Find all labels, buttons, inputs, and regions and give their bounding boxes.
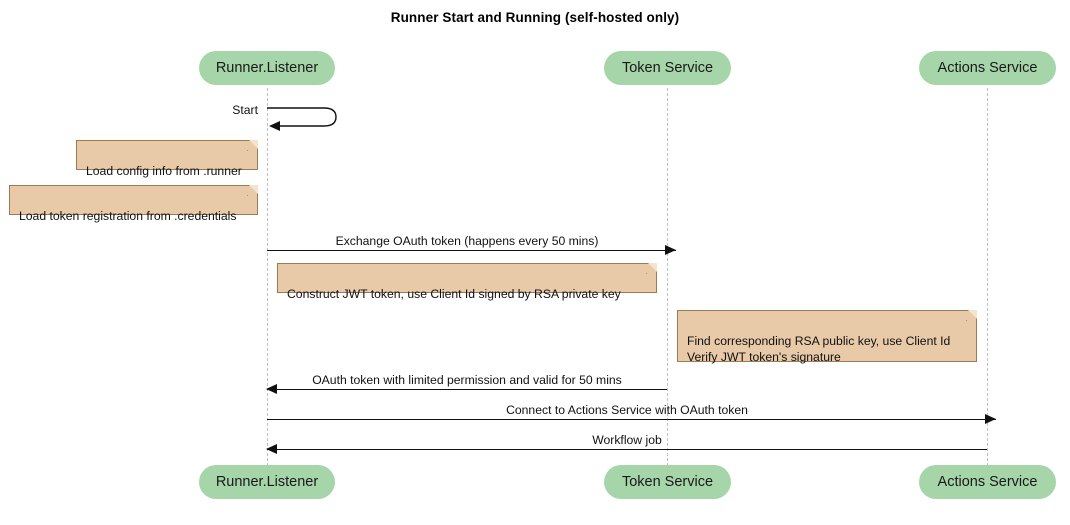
arrowhead-left-icon: [266, 384, 277, 394]
message-line-connect-actions-service[interactable]: [267, 419, 996, 420]
note-load-config: Load config info from .runner: [76, 140, 258, 178]
lifeline-token: [667, 88, 668, 466]
participant-runner-listener-top[interactable]: Runner.Listener: [199, 51, 335, 85]
message-label-start: Start: [232, 103, 258, 117]
participant-label: Token Service: [621, 60, 714, 76]
participant-token-service-top[interactable]: Token Service: [604, 51, 731, 85]
message-label-oauth-token-reply: OAuth token with limited permission and …: [312, 373, 622, 387]
participant-token-service-bottom[interactable]: Token Service: [604, 465, 731, 499]
participant-label: Runner.Listener: [215, 474, 319, 490]
message-label-connect-actions-service: Connect to Actions Service with OAuth to…: [506, 403, 748, 417]
message-line-exchange-oauth-token[interactable]: [267, 250, 676, 251]
lifeline-actions: [987, 88, 988, 466]
participant-actions-service-top[interactable]: Actions Service: [919, 51, 1056, 85]
note-verify-jwt: Find corresponding RSA public key, use C…: [677, 310, 977, 364]
participant-runner-listener-bottom[interactable]: Runner.Listener: [199, 465, 335, 499]
note-load-token-registration: Load token registration from .credential…: [9, 185, 258, 223]
arrowhead-left-icon: [266, 444, 277, 454]
note-text: Find corresponding RSA public key, use C…: [687, 334, 951, 364]
participant-label: Actions Service: [937, 60, 1038, 76]
participant-label: Actions Service: [937, 474, 1038, 490]
note-text: Load config info from .runner: [86, 164, 242, 178]
diagram-title: Runner Start and Running (self-hosted on…: [390, 10, 680, 25]
participant-label: Token Service: [621, 474, 714, 490]
arrowhead-right-icon: [985, 414, 996, 424]
message-label-exchange-oauth-token: Exchange OAuth token (happens every 50 m…: [335, 234, 599, 248]
note-fold-line-icon: [646, 263, 657, 274]
note-text: Construct JWT token, use Client Id signe…: [287, 287, 621, 301]
arrowhead-right-icon: [665, 245, 676, 255]
note-text: Load token registration from .credential…: [19, 209, 237, 223]
lifeline-runner: [267, 88, 268, 466]
participant-label: Runner.Listener: [215, 60, 319, 76]
note-fold-line-icon: [966, 310, 977, 321]
message-line-workflow-job[interactable]: [267, 449, 987, 450]
note-construct-jwt: Construct JWT token, use Client Id signe…: [277, 263, 657, 301]
participant-actions-service-bottom[interactable]: Actions Service: [919, 465, 1056, 499]
note-fold-line-icon: [247, 140, 258, 151]
message-line-oauth-token-reply[interactable]: [267, 389, 667, 390]
message-label-workflow-job: Workflow job: [592, 433, 662, 447]
self-message-start[interactable]: [266, 102, 346, 134]
note-fold-line-icon: [247, 185, 258, 196]
